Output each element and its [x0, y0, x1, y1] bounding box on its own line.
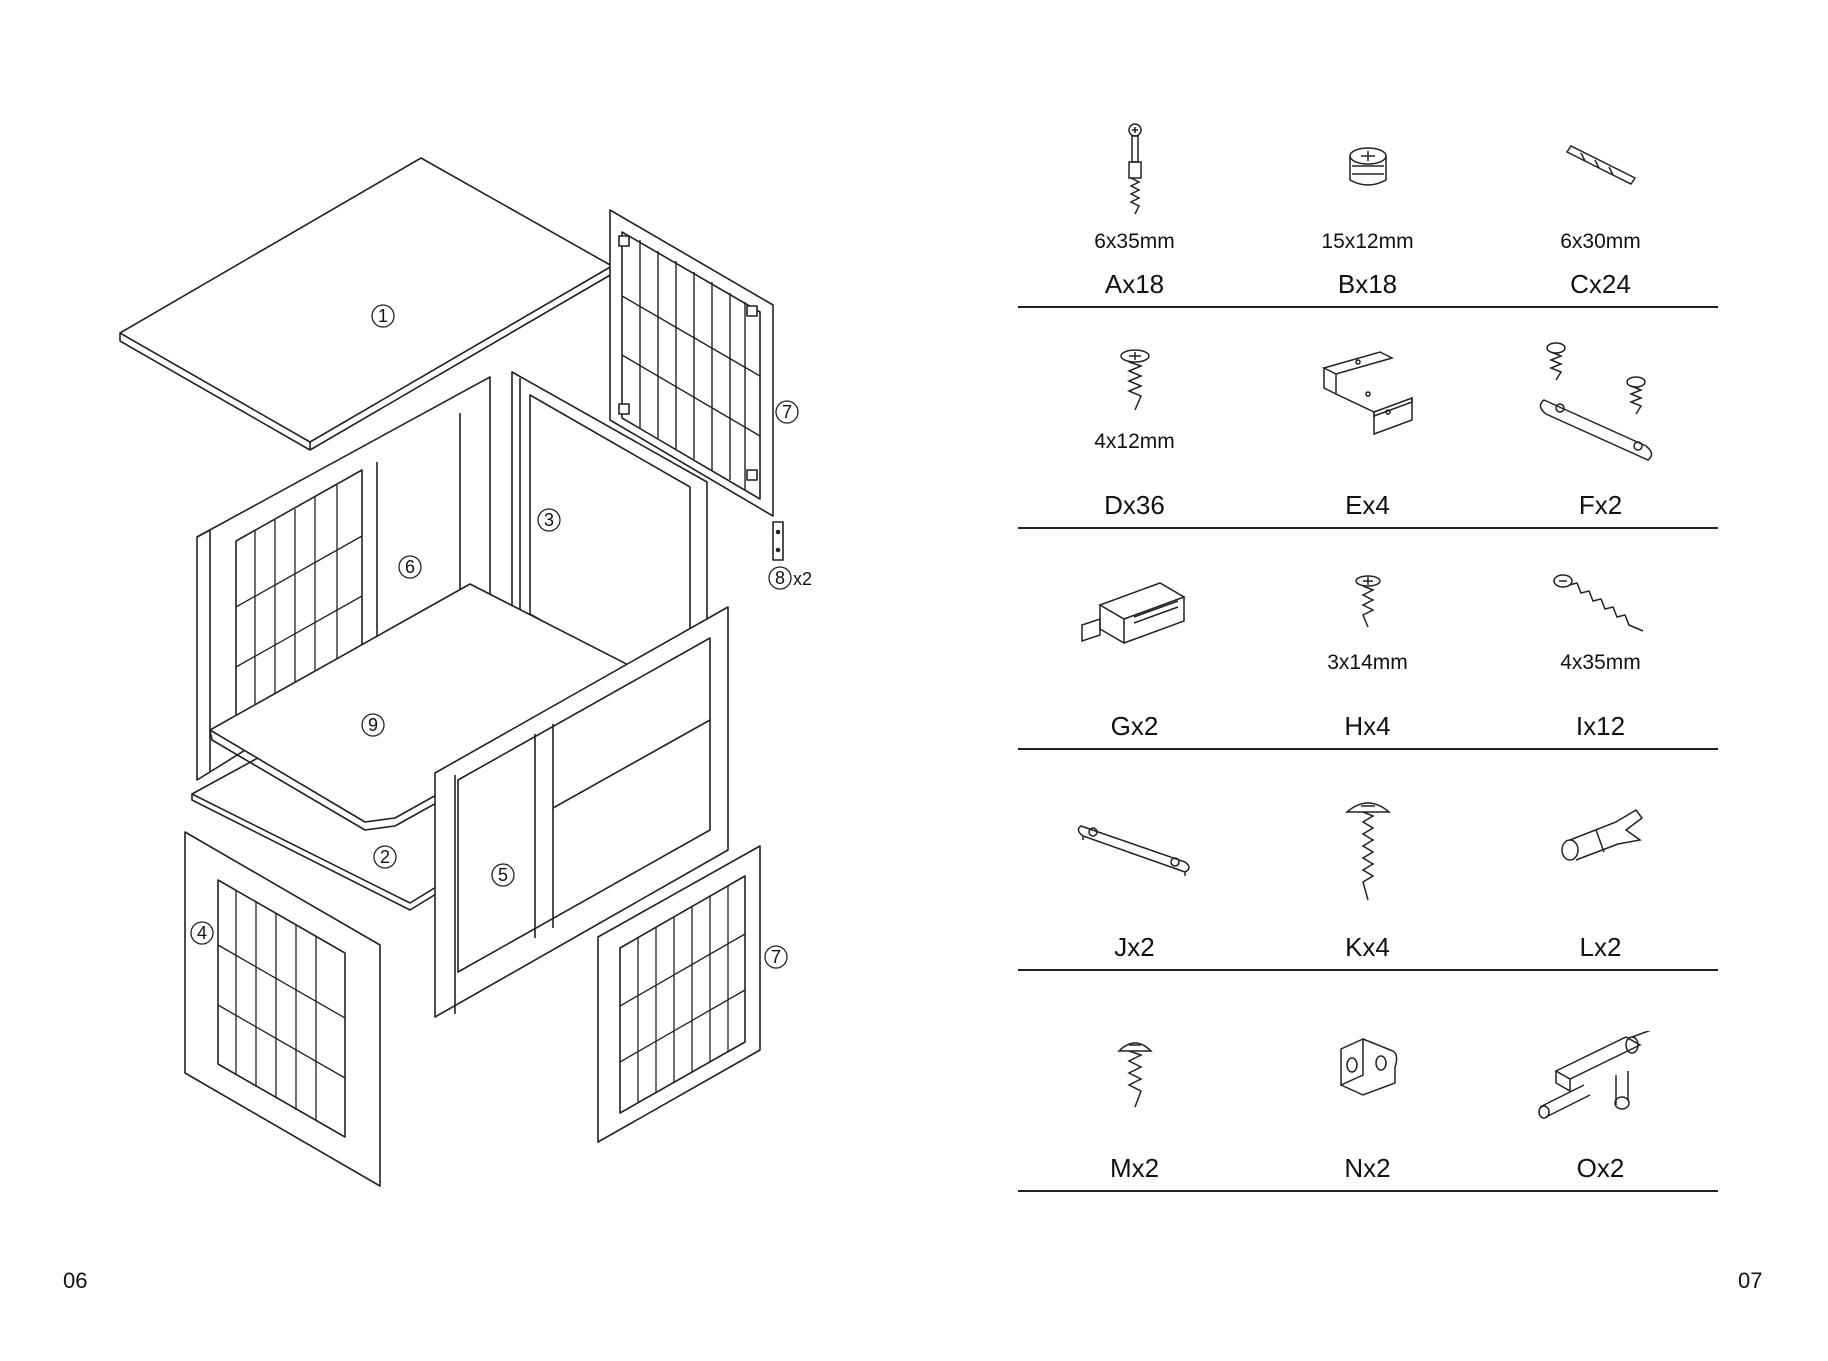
mushroom-screw-icon [1343, 796, 1393, 906]
page-number-left: 06 [63, 1268, 87, 1294]
callout-7-upper: 7 [782, 402, 792, 422]
hardware-item-i: 4x35mm Ix12 [1484, 529, 1717, 748]
part-8-quantity: x2 [793, 569, 812, 589]
strap-with-screws-icon [1536, 338, 1666, 468]
callout-5: 5 [498, 865, 508, 885]
hardware-row-1: 6x35mm Ax18 15x12mm Bx18 6x30mm Cx24 [1018, 108, 1718, 308]
hardware-code: Jx2 [1018, 932, 1251, 963]
hardware-size: 6x35mm [1018, 230, 1251, 254]
small-screw-icon [1348, 573, 1388, 633]
hardware-row-2: 4x12mm Dx36 Ex4 Fx2 [1018, 308, 1718, 529]
hardware-item-j: Jx2 [1018, 750, 1251, 969]
wood-dowel-icon [1561, 144, 1641, 194]
hardware-code: Kx4 [1251, 932, 1484, 963]
part-4-side-door [185, 832, 380, 1186]
callout-1: 1 [378, 306, 388, 326]
callout-6: 6 [405, 557, 415, 577]
long-screw-icon [1551, 569, 1651, 639]
angle-bracket-icon [1333, 1035, 1403, 1105]
callout-4: 4 [197, 923, 207, 943]
truss-screw-icon [1115, 1037, 1155, 1117]
hardware-code: Mx2 [1018, 1153, 1251, 1184]
hardware-row-5: Mx2 Nx2 Ox2 [1018, 971, 1718, 1192]
short-screw-icon [1115, 348, 1155, 418]
metal-strap-icon [1075, 816, 1195, 876]
callout-7-lower: 7 [771, 947, 781, 967]
hardware-size: 6x30mm [1484, 230, 1717, 254]
callout-8: 8 [775, 568, 785, 588]
hardware-item-a: 6x35mm Ax18 [1018, 108, 1251, 306]
barrel-bolt-icon [1536, 1031, 1666, 1131]
hardware-item-h: 3x14mm Hx4 [1251, 529, 1484, 748]
hardware-size: 4x12mm [1018, 430, 1251, 454]
hardware-item-b: 15x12mm Bx18 [1251, 108, 1484, 306]
magnetic-catch-icon [1080, 575, 1190, 655]
wall-anchor-icon [1556, 800, 1646, 870]
hardware-item-d: 4x12mm Dx36 [1018, 308, 1251, 527]
hardware-row-3: Gx2 3x14mm Hx4 4x35mm Ix12 [1018, 529, 1718, 750]
hardware-code: Gx2 [1018, 711, 1251, 742]
hardware-code: Ex4 [1251, 490, 1484, 521]
hardware-size: 15x12mm [1251, 230, 1484, 254]
hardware-code: Dx36 [1018, 490, 1251, 521]
hardware-size: 3x14mm [1251, 651, 1484, 675]
hardware-code: Ox2 [1484, 1153, 1717, 1184]
hardware-item-e: Ex4 [1251, 308, 1484, 527]
hardware-code: Hx4 [1251, 711, 1484, 742]
hardware-item-k: Kx4 [1251, 750, 1484, 969]
hardware-parts-table: 6x35mm Ax18 15x12mm Bx18 6x30mm Cx24 4x1 [1018, 108, 1718, 1192]
callout-2: 2 [380, 847, 390, 867]
hardware-size: 4x35mm [1484, 651, 1717, 675]
hardware-code: Nx2 [1251, 1153, 1484, 1184]
hardware-item-o: Ox2 [1484, 971, 1717, 1190]
hardware-item-n: Nx2 [1251, 971, 1484, 1190]
hardware-code: Lx2 [1484, 932, 1717, 963]
hardware-code: Bx18 [1251, 269, 1484, 300]
hardware-code: Ix12 [1484, 711, 1717, 742]
hardware-code: Fx2 [1484, 490, 1717, 521]
hardware-item-l: Lx2 [1484, 750, 1717, 969]
hardware-code: Cx24 [1484, 269, 1717, 300]
hardware-code: Ax18 [1018, 269, 1251, 300]
page-number-right: 07 [1738, 1268, 1762, 1294]
part-8-block [773, 522, 783, 560]
hardware-item-m: Mx2 [1018, 971, 1251, 1190]
cam-lock-icon [1343, 144, 1393, 194]
callout-9: 9 [368, 715, 378, 735]
hardware-item-g: Gx2 [1018, 529, 1251, 748]
exploded-assembly-diagram: 1 2 3 4 5 6 7 7 8 x2 9 [0, 0, 850, 1361]
hardware-item-c: 6x30mm Cx24 [1484, 108, 1717, 306]
z-bracket-icon [1318, 350, 1418, 450]
hardware-row-4: Jx2 Kx4 Lx2 [1018, 750, 1718, 971]
hardware-item-f: Fx2 [1484, 308, 1717, 527]
cam-bolt-icon [1120, 122, 1150, 222]
callout-3: 3 [544, 510, 554, 530]
